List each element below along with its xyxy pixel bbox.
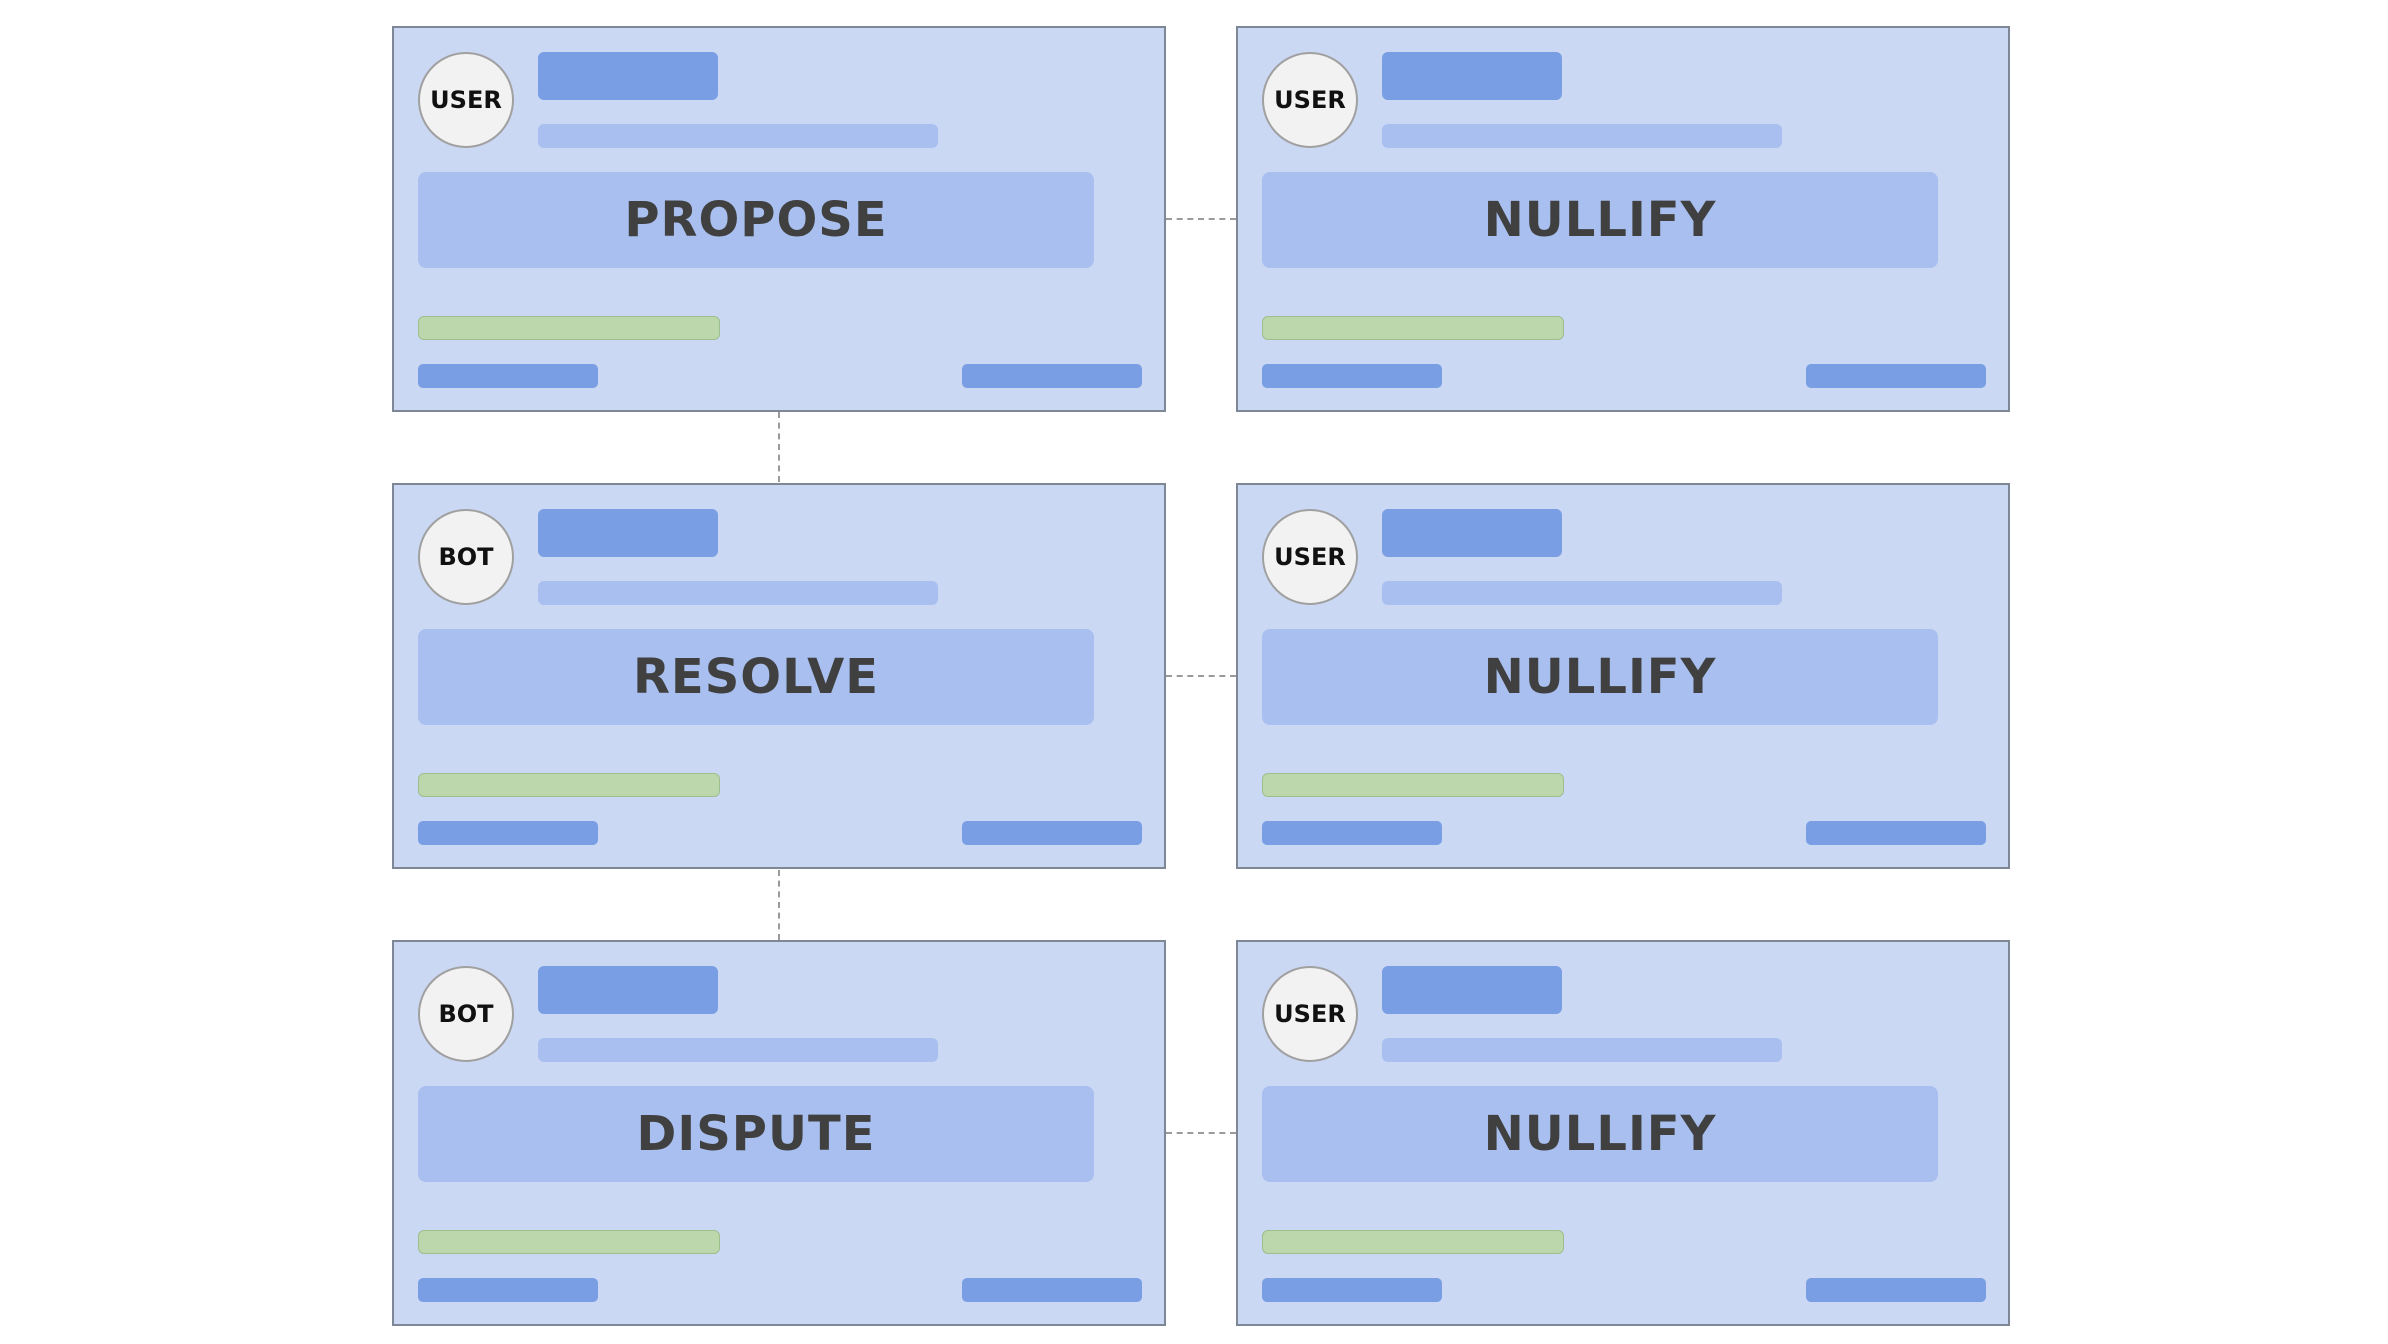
title-placeholder — [538, 509, 718, 557]
connector-propose-nullify — [1166, 218, 1236, 220]
title-placeholder — [1382, 966, 1562, 1014]
footer-left-placeholder — [418, 1278, 598, 1302]
subtitle-placeholder — [538, 581, 938, 605]
actor-badge: USER — [418, 52, 514, 148]
subtitle-placeholder — [1382, 1038, 1782, 1062]
card-dispute: BOT DISPUTE — [392, 940, 1166, 1326]
actor-badge: BOT — [418, 509, 514, 605]
status-placeholder — [1262, 1230, 1564, 1254]
card-nullify-2: USER NULLIFY — [1236, 483, 2010, 869]
connector-propose-resolve — [778, 412, 780, 482]
actor-badge: BOT — [418, 966, 514, 1062]
footer-right-placeholder — [962, 821, 1142, 845]
status-placeholder — [418, 316, 720, 340]
title-placeholder — [1382, 52, 1562, 100]
connector-dispute-nullify — [1166, 1132, 1236, 1134]
action-label: NULLIFY — [1262, 1086, 1938, 1182]
footer-left-placeholder — [1262, 821, 1442, 845]
title-placeholder — [538, 52, 718, 100]
title-placeholder — [538, 966, 718, 1014]
footer-right-placeholder — [1806, 1278, 1986, 1302]
footer-left-placeholder — [418, 821, 598, 845]
action-label: NULLIFY — [1262, 172, 1938, 268]
footer-right-placeholder — [962, 364, 1142, 388]
action-label: RESOLVE — [418, 629, 1094, 725]
footer-right-placeholder — [1806, 821, 1986, 845]
footer-right-placeholder — [1806, 364, 1986, 388]
subtitle-placeholder — [1382, 581, 1782, 605]
connector-resolve-nullify — [1166, 675, 1236, 677]
status-placeholder — [1262, 773, 1564, 797]
connector-resolve-dispute — [778, 870, 780, 940]
status-placeholder — [418, 773, 720, 797]
footer-right-placeholder — [962, 1278, 1142, 1302]
subtitle-placeholder — [538, 1038, 938, 1062]
card-propose: USER PROPOSE — [392, 26, 1166, 412]
card-nullify-3: USER NULLIFY — [1236, 940, 2010, 1326]
actor-badge: USER — [1262, 966, 1358, 1062]
subtitle-placeholder — [538, 124, 938, 148]
title-placeholder — [1382, 509, 1562, 557]
footer-left-placeholder — [1262, 364, 1442, 388]
actor-badge: USER — [1262, 52, 1358, 148]
action-label: DISPUTE — [418, 1086, 1094, 1182]
actor-badge: USER — [1262, 509, 1358, 605]
card-resolve: BOT RESOLVE — [392, 483, 1166, 869]
footer-left-placeholder — [1262, 1278, 1442, 1302]
action-label: NULLIFY — [1262, 629, 1938, 725]
card-nullify-1: USER NULLIFY — [1236, 26, 2010, 412]
footer-left-placeholder — [418, 364, 598, 388]
action-label: PROPOSE — [418, 172, 1094, 268]
subtitle-placeholder — [1382, 124, 1782, 148]
status-placeholder — [1262, 316, 1564, 340]
status-placeholder — [418, 1230, 720, 1254]
